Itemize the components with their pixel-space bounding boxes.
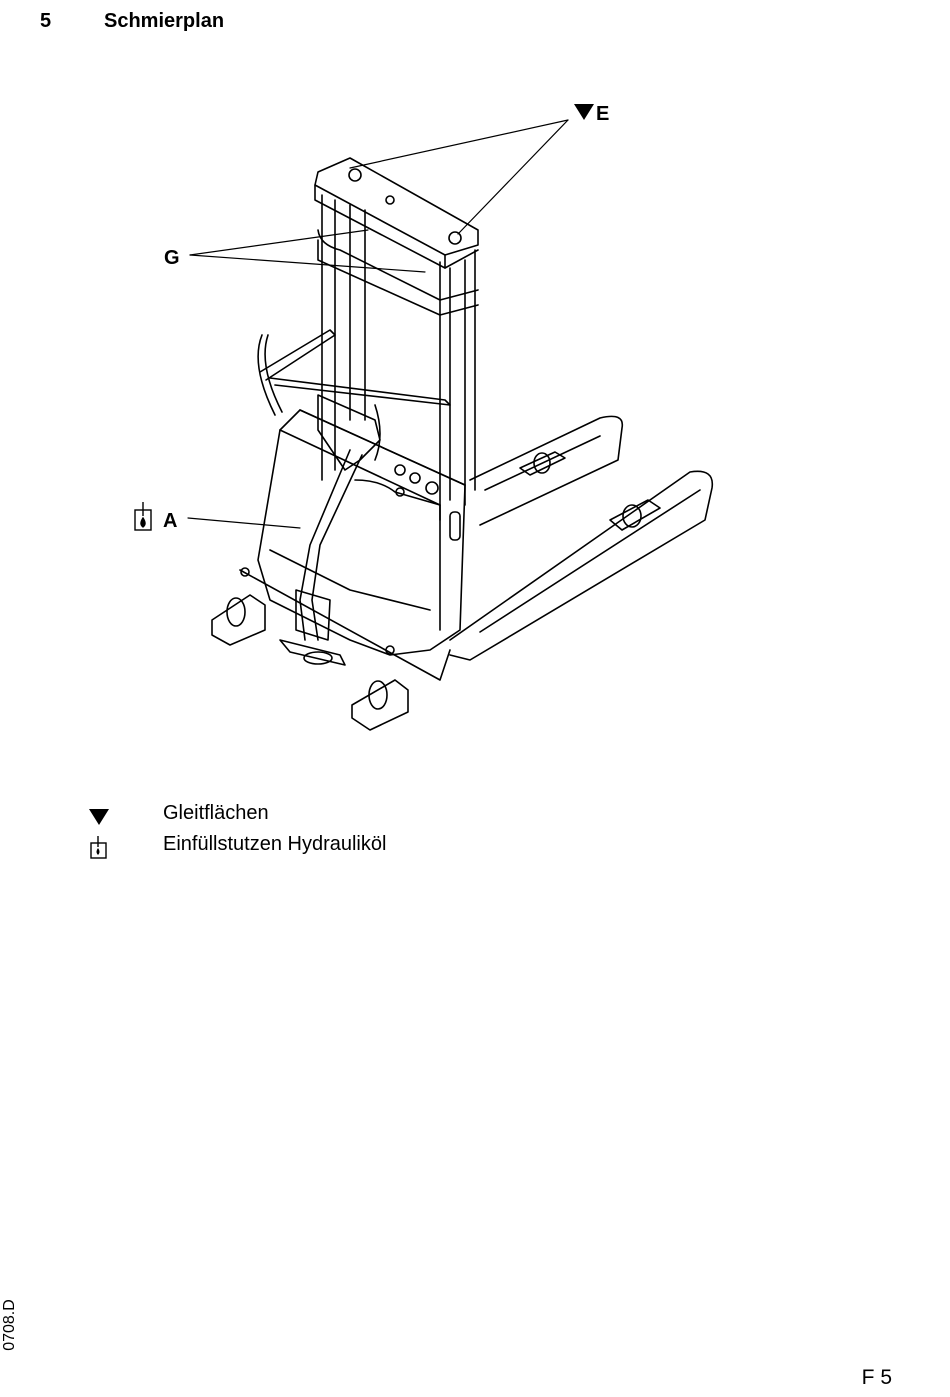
section-number: 5 xyxy=(40,10,52,32)
hydraulic-oil-filler-icon xyxy=(90,836,107,859)
section-title: Schmierplan xyxy=(104,10,225,32)
fork-left xyxy=(449,470,714,661)
legend-label: Gleitflächen xyxy=(163,802,269,824)
callout-e: E xyxy=(596,103,609,125)
page-number: F 5 xyxy=(861,1366,892,1389)
lubrication-triangle-icon xyxy=(89,809,109,825)
leader-lines xyxy=(187,119,569,529)
document-code: 0708.D xyxy=(1,1299,18,1351)
battery-housing xyxy=(257,409,466,656)
fork-right xyxy=(469,415,624,526)
hydraulic-oil-filler-icon xyxy=(134,502,152,531)
forklift-illustration: E G A xyxy=(134,103,714,731)
mast xyxy=(314,157,479,521)
callout-g: G xyxy=(164,247,180,269)
guard-bar xyxy=(257,329,451,416)
lubrication-triangle-icon xyxy=(574,104,594,120)
callout-a: A xyxy=(163,510,177,532)
legend-label: Einfüllstutzen Hydrauliköl xyxy=(163,833,387,855)
tiller-handle xyxy=(279,394,381,666)
base-wheels xyxy=(211,567,451,731)
